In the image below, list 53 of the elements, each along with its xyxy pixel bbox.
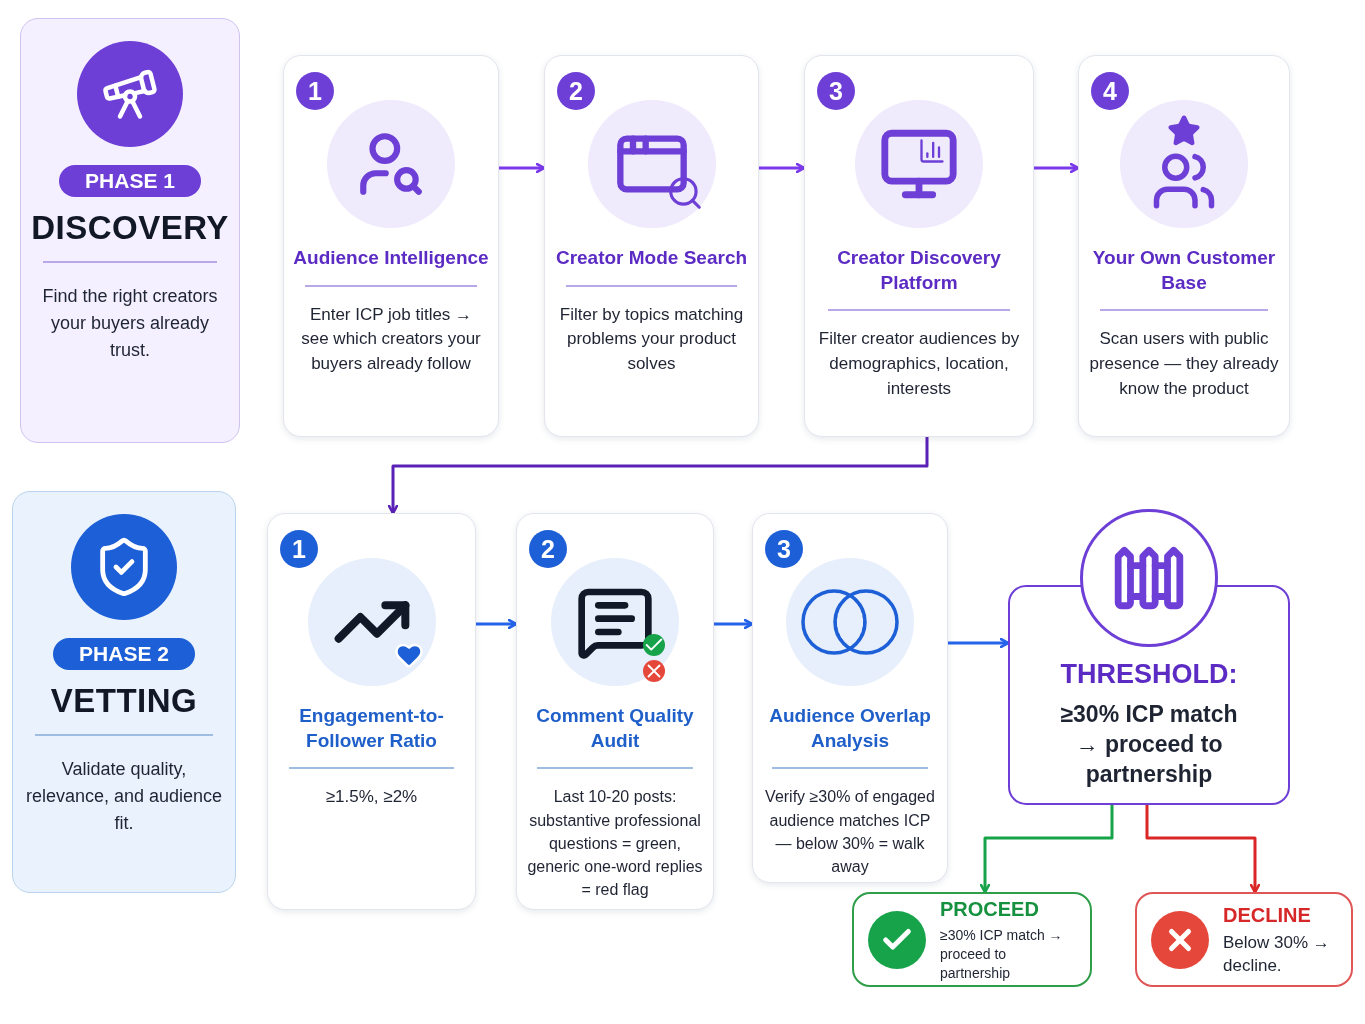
outcome-box — [1135, 892, 1353, 987]
outcome-box — [852, 892, 1092, 987]
step-number: 1 — [280, 530, 318, 568]
threshold-text: ≥30% ICP match → proceed to partnership — [1059, 700, 1239, 789]
phase-heading: DISCOVERY — [31, 209, 229, 247]
step-description: Filter by topics matching problems your product solves — [558, 303, 745, 375]
step-number: 2 — [529, 530, 567, 568]
step-title: Creator Discovery Platform — [836, 246, 1002, 295]
phase-description: Find the right creators your buyers already trust. — [41, 285, 219, 362]
step-card — [804, 55, 1034, 437]
phase-heading: VETTING — [50, 682, 198, 720]
step-title: Creator Mode Search — [554, 246, 749, 270]
arrow — [759, 162, 806, 174]
step-description: Enter ICP job titles → see which creators your buyers already follow — [300, 303, 482, 375]
arrow — [1034, 162, 1080, 174]
step-number: 4 — [1091, 72, 1129, 110]
arrow — [387, 437, 929, 515]
phase-description: Validate quality, relevance, and audience fit. — [24, 758, 224, 835]
step-card — [544, 55, 759, 437]
phase-panel — [12, 491, 236, 893]
step-title: Engagement-to-Follower Ratio — [298, 704, 445, 753]
step-card — [1078, 55, 1290, 437]
step-card — [516, 513, 714, 910]
step-title: Audience Overlap Analysis — [768, 704, 932, 753]
arrow — [1145, 805, 1261, 894]
step-title: Your Own Customer Base — [1091, 246, 1277, 295]
arrow — [714, 618, 754, 630]
step-description: Filter creator audiences by demographics, location, interests — [817, 328, 1021, 400]
outcome-text: ≥30% ICP match → proceed to partnership — [940, 926, 1064, 983]
outcome-text: Below 30% → decline. — [1223, 931, 1331, 977]
step-description: Scan users with public presence — they already know the product — [1088, 328, 1280, 400]
step-title: Audience Intelligence — [292, 246, 490, 270]
step-title: Comment Quality Audit — [535, 704, 695, 753]
step-card — [752, 513, 948, 883]
step-number: 3 — [765, 530, 803, 568]
step-description: Verify ≥30% of engaged audience matches ICP — below 30% = walk away — [764, 787, 936, 877]
threshold-heading: THRESHOLD: — [1059, 658, 1239, 691]
step-card — [283, 55, 499, 437]
outcome-heading: PROCEED — [940, 897, 1040, 923]
arrow — [476, 618, 518, 630]
phase-badge: PHASE 1 — [59, 165, 201, 197]
arrow — [499, 162, 546, 174]
outcome-heading: DECLINE — [1223, 902, 1312, 928]
step-card — [267, 513, 476, 910]
phase-panel — [20, 18, 240, 443]
step-number: 1 — [296, 72, 334, 110]
phase-badge: PHASE 2 — [53, 638, 195, 670]
step-number: 2 — [557, 72, 595, 110]
arrow — [979, 805, 1114, 894]
step-number: 3 — [817, 72, 855, 110]
arrow — [948, 637, 1010, 649]
step-description: ≥1.5%, ≥2% — [324, 786, 419, 809]
step-description: Last 10-20 posts: substantive professional questions = green, generic one-word replies = red flag — [526, 787, 704, 901]
